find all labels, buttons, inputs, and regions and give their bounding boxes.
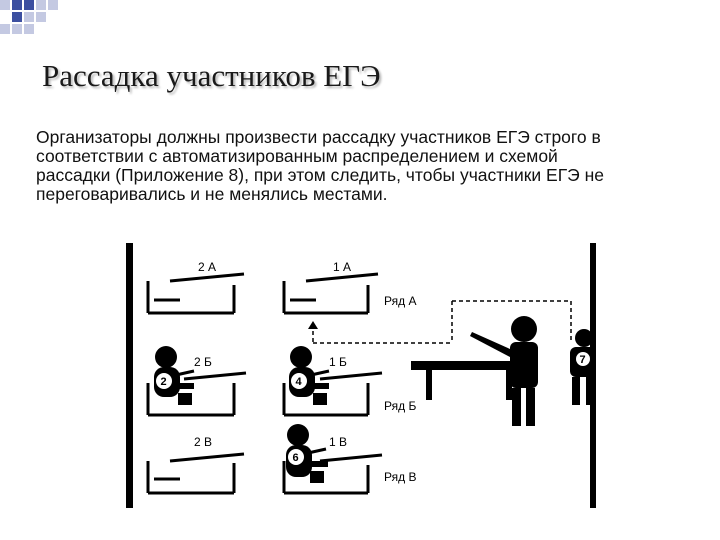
desk-2a xyxy=(146,272,245,315)
participant-number: 4 xyxy=(296,376,303,388)
row-label-v: Ряд В xyxy=(384,470,416,484)
seat-label-2b: 2 Б xyxy=(194,355,212,369)
seating-diagram: 2 А 1 А 2 Б 1 Б 2 В 1 В Ряд А Ряд Б Ряд … xyxy=(126,243,596,508)
participant-number: 7 xyxy=(580,354,586,366)
body-line: рассадки (Приложение 8), при этом следит… xyxy=(36,165,605,185)
desk-1b xyxy=(282,371,383,417)
organizer-route xyxy=(312,300,572,344)
participant-number: 6 xyxy=(293,452,299,464)
row-label-a: Ряд А xyxy=(384,294,416,308)
desk-1a xyxy=(282,272,379,315)
desk-2v xyxy=(146,452,245,495)
organizer-figure xyxy=(470,316,538,426)
corner-decoration xyxy=(0,0,58,34)
participant-7 xyxy=(570,329,596,405)
seat-label-1b: 1 Б xyxy=(329,355,347,369)
participant-4 xyxy=(289,346,329,405)
slide-body: Организаторы должны произвести рассадку … xyxy=(36,128,706,204)
teacher-desk xyxy=(411,361,521,400)
desk-1v xyxy=(282,453,383,495)
seat-label-1a: 1 А xyxy=(333,260,351,274)
seat-label-1v: 1 В xyxy=(329,435,347,449)
desk-2b xyxy=(146,371,247,417)
slide-title: Рассадка участников ЕГЭ xyxy=(42,58,381,93)
body-line: переговаривались и не менялись местами. xyxy=(36,184,388,204)
participant-6 xyxy=(286,424,328,483)
body-line: соответствии с автоматизированным распре… xyxy=(36,146,558,166)
seat-label-2v: 2 В xyxy=(194,435,212,449)
frame-left xyxy=(126,243,133,508)
row-label-b: Ряд Б xyxy=(384,399,416,413)
arrow-up-icon xyxy=(308,321,318,329)
participant-number: 2 xyxy=(161,376,167,388)
participant-2 xyxy=(154,346,194,405)
body-line: Организаторы должны произвести рассадку … xyxy=(36,127,601,147)
seat-label-2a: 2 А xyxy=(198,260,216,274)
